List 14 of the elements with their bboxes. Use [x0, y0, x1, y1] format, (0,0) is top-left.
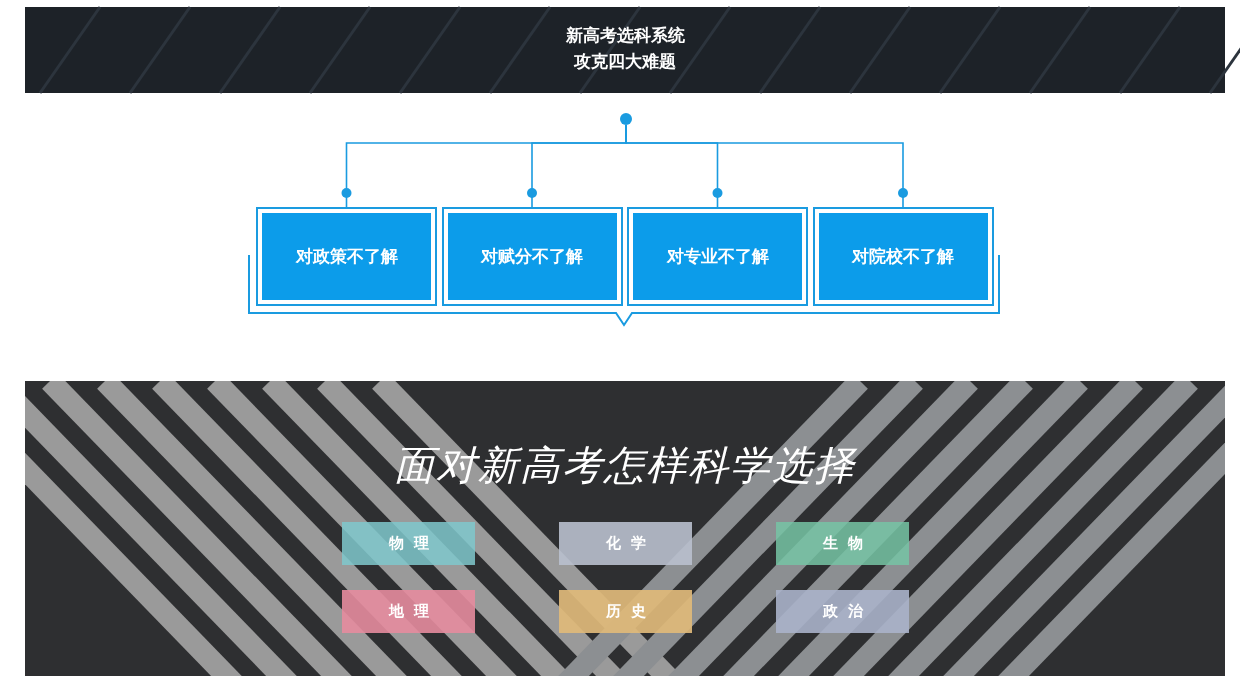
- subject-tag: 地理: [342, 590, 475, 633]
- subject-tag: 物理: [342, 522, 475, 565]
- banner-title: 新高考选科系统: [564, 24, 686, 47]
- subject-tag: 政治: [776, 590, 909, 633]
- problem-box: 对赋分不了解: [441, 207, 623, 306]
- problem-box: 对政策不了解: [256, 207, 437, 306]
- problem-box: 对院校不了解: [812, 207, 994, 306]
- connector: [625, 124, 908, 208]
- junction-dot: [620, 113, 632, 125]
- subject-tag: 生物: [776, 522, 909, 565]
- banner-subtitle: 攻克四大难题: [573, 50, 677, 73]
- subject-tag: 化学: [559, 522, 692, 565]
- subject-tag: 历史: [559, 590, 692, 633]
- problem-box: 对专业不了解: [627, 207, 808, 306]
